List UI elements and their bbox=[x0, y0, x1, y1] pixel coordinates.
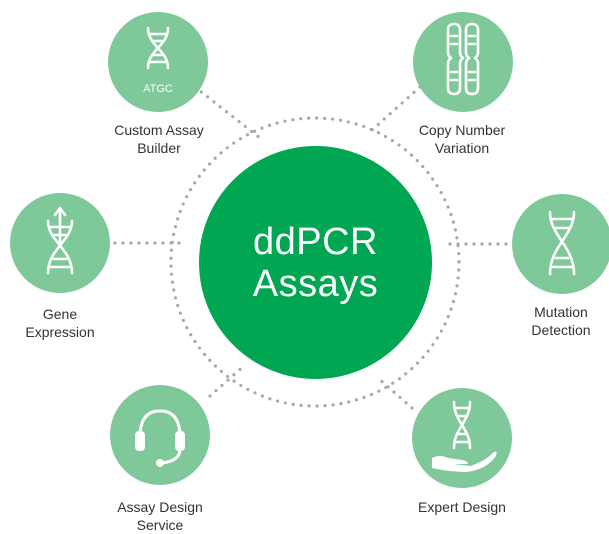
label-line2: Expression bbox=[25, 324, 95, 340]
label-custom-assay-builder: Custom Assay Builder bbox=[100, 121, 218, 157]
dna-hand-icon bbox=[432, 400, 497, 472]
label-line2: Detection bbox=[531, 322, 591, 338]
center-title-line2: Assays bbox=[252, 262, 379, 305]
center-hub: ddPCR Assays bbox=[199, 146, 432, 379]
chromosome-icon bbox=[446, 22, 480, 96]
label-line2: Builder bbox=[137, 140, 181, 156]
label-line1: Custom Assay bbox=[114, 122, 204, 138]
connector-custom-assay bbox=[193, 85, 262, 140]
center-title-line1: ddPCR bbox=[253, 220, 378, 263]
label-line1: Gene bbox=[42, 306, 78, 322]
node-copy-number-variation[interactable] bbox=[413, 12, 513, 112]
dna-icon: ATGC bbox=[143, 26, 173, 95]
label-line1: Copy Number bbox=[418, 122, 506, 138]
label-copy-number-variation: Copy Number Variation bbox=[403, 121, 521, 157]
label-line2: Service bbox=[136, 517, 184, 533]
node-gene-expression[interactable] bbox=[10, 193, 110, 293]
label-expert-design: Expert Design bbox=[402, 498, 522, 516]
node-expert-design[interactable] bbox=[412, 388, 512, 488]
node-mutation-detection[interactable] bbox=[512, 194, 609, 294]
headset-icon bbox=[135, 409, 185, 467]
node-assay-design-service[interactable] bbox=[110, 385, 210, 485]
label-line1: Expert Design bbox=[418, 499, 506, 515]
node-custom-assay-builder[interactable]: ATGC bbox=[108, 12, 208, 112]
label-mutation-detection: Mutation Detection bbox=[502, 303, 609, 339]
dna-arrow-icon bbox=[46, 206, 74, 275]
dotted-ring bbox=[169, 116, 461, 408]
label-gene-expression: Gene Expression bbox=[0, 305, 120, 341]
atgc-label: ATGC bbox=[143, 83, 173, 95]
label-line1: Assay Design bbox=[117, 499, 203, 515]
label-line1: Mutation bbox=[534, 304, 588, 320]
connector-expert-design bbox=[376, 376, 414, 410]
label-line2: Variation bbox=[434, 140, 490, 156]
connector-copy-number bbox=[370, 85, 422, 132]
dna-icon bbox=[548, 210, 576, 276]
connector-assay-design bbox=[208, 363, 247, 398]
